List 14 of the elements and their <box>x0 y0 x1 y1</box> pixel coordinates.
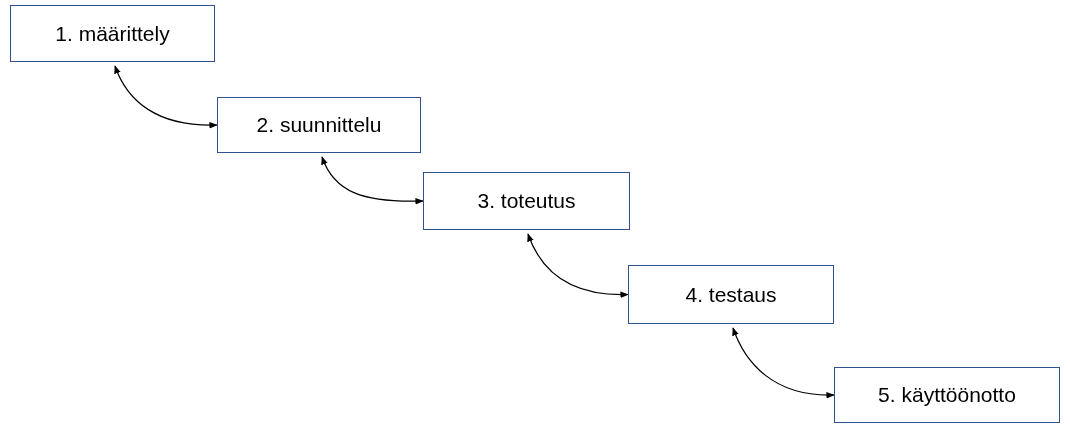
step-label: 2. suunnittelu <box>256 113 382 137</box>
curved-arrow <box>732 327 835 399</box>
process-box <box>423 172 630 230</box>
curved-arrow <box>114 65 218 129</box>
step-label: 1. määrittely <box>55 21 170 46</box>
curved-arrow <box>527 233 629 298</box>
process-box <box>10 5 215 62</box>
curved-arrow <box>321 156 424 205</box>
step-label: 4. testaus <box>685 282 777 307</box>
step-label: 3. toteutus <box>477 189 576 213</box>
process-box <box>834 367 1060 423</box>
step-label: 5. käyttöönotto <box>878 383 1016 407</box>
process-box <box>217 97 421 153</box>
process-box <box>628 265 834 324</box>
